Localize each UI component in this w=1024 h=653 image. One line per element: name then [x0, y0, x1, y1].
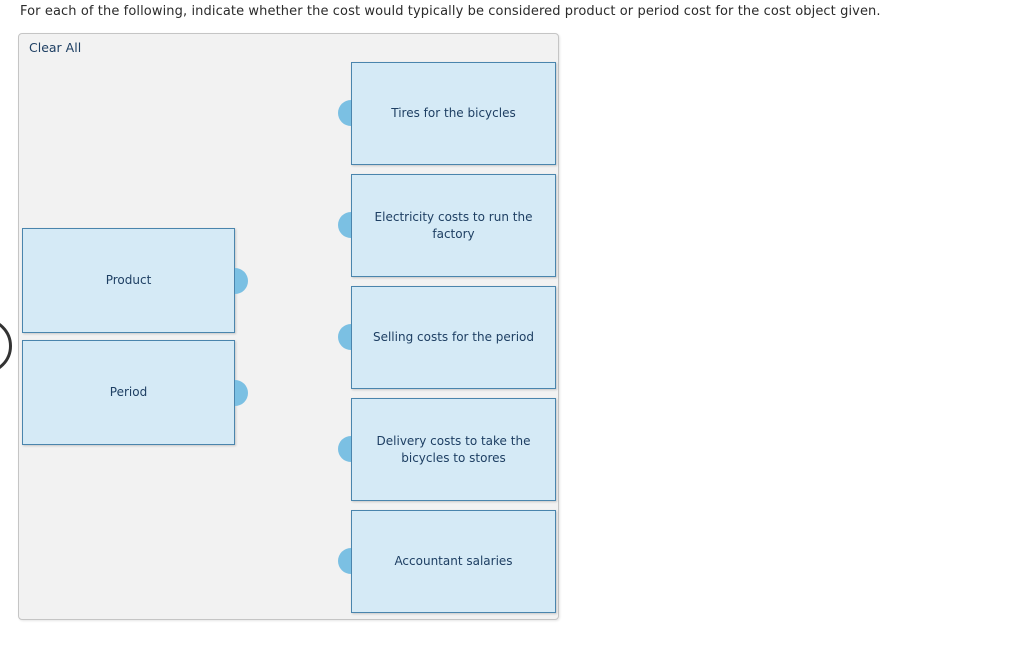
item-card-tires[interactable]: Tires for the bicycles [351, 62, 556, 165]
item-card-selling[interactable]: Selling costs for the period [351, 286, 556, 389]
clear-all-button[interactable]: Clear All [29, 40, 82, 55]
connector-item-accountant[interactable] [338, 548, 351, 574]
partial-circle-decoration [0, 318, 12, 374]
connector-item-selling[interactable] [338, 324, 351, 350]
connector-item-delivery[interactable] [338, 436, 351, 462]
item-card-accountant[interactable]: Accountant salaries [351, 510, 556, 613]
connector-period[interactable] [235, 380, 248, 406]
target-card-period[interactable]: Period [22, 340, 235, 445]
connector-item-electricity[interactable] [338, 212, 351, 238]
connector-product[interactable] [235, 268, 248, 294]
item-card-delivery[interactable]: Delivery costs to take the bicycles to s… [351, 398, 556, 501]
item-card-electricity[interactable]: Electricity costs to run the factory [351, 174, 556, 277]
target-card-product[interactable]: Product [22, 228, 235, 333]
question-text: For each of the following, indicate whet… [20, 4, 881, 19]
connector-item-tires[interactable] [338, 100, 351, 126]
